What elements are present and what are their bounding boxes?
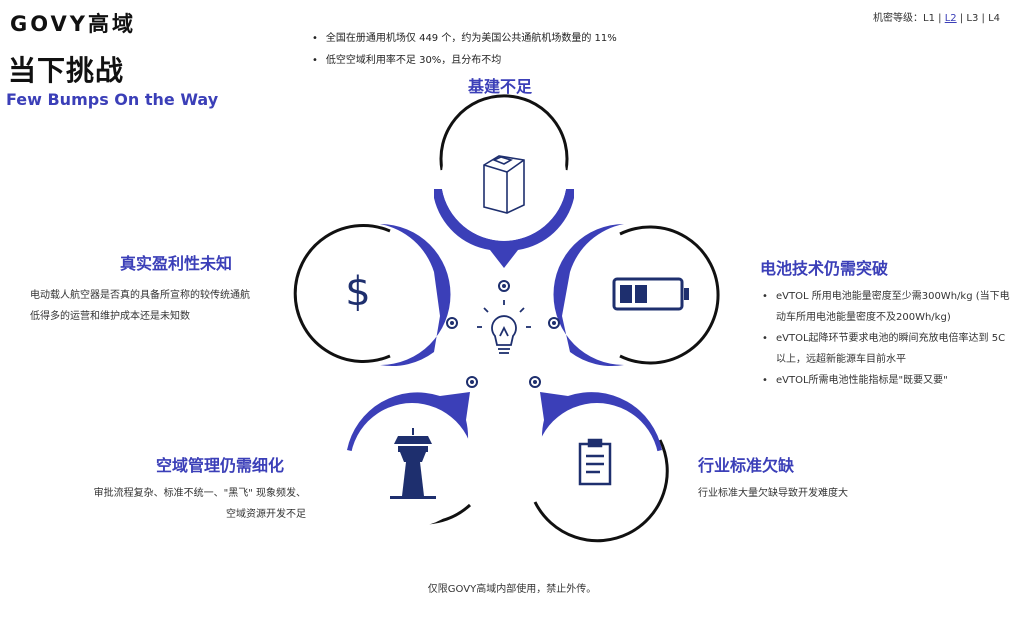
battery-bullet: eVTOL起降环节要求电池的瞬间充放电倍率达到 5C 以上，远超新能源车目前水平 <box>760 328 1012 370</box>
infrastructure-accent-arc <box>434 189 574 268</box>
confidentiality-levels: 机密等级：L1 | L2 | L3 | L4 <box>873 13 1000 24</box>
page-subtitle: Few Bumps On the Way <box>6 90 219 109</box>
battery-bullet: eVTOL所需电池性能指标是"既要又要" <box>760 370 1012 391</box>
footer-notice: 仅限GOVY高域内部使用，禁止外传。 <box>427 584 597 595</box>
dollar-icon: $ <box>345 269 370 315</box>
airspace-node <box>347 376 478 527</box>
company-logo: GOVY高域 <box>10 12 136 36</box>
profitability-heading: 真实盈利性未知 <box>120 254 233 273</box>
standards-node <box>529 376 669 543</box>
battery-bullet: eVTOL 所用电池能量密度至少需300Wh/kg (当下电动车所用电池能量密度… <box>760 286 1012 328</box>
confidentiality-label: 机密等级： <box>873 13 924 24</box>
profitability-text: 电动载人航空器是否真的具备所宣称的较传统通航低得多的运营和维护成本还是未知数 <box>30 290 250 322</box>
level-l3: L3 <box>966 13 979 24</box>
battery-heading: 电池技术仍需突破 <box>760 259 889 278</box>
battery-node <box>548 224 720 367</box>
standards-text: 行业标准大量欠缺导致开发难度大 <box>698 488 848 499</box>
battery-accent-arc <box>553 224 624 367</box>
battery-bullets: eVTOL 所用电池能量密度至少需300Wh/kg (当下电动车所用电池能量密度… <box>760 286 1012 391</box>
infrastructure-bullet: 低空空域利用率不足 30%，且分布不均 <box>312 50 617 72</box>
infrastructure-node <box>434 94 574 292</box>
level-l1: L1 <box>923 13 935 24</box>
building-icon <box>483 155 525 214</box>
document-icon <box>578 438 612 486</box>
airspace-accent-arc <box>347 392 470 452</box>
standards-accent-arc <box>540 392 662 452</box>
standards-heading: 行业标准欠缺 <box>698 456 795 475</box>
infrastructure-bullets: 全国在册通用机场仅 449 个，约为美国公共通航机场数量的 11% 低空空域利用… <box>312 28 617 72</box>
control-tower-icon <box>390 428 436 499</box>
profitability-node: $ <box>293 224 458 367</box>
level-l4: L4 <box>988 13 1000 24</box>
profitability-accent-arc <box>380 224 451 367</box>
airspace-text: 审批流程复杂、标准不统一、"黑飞" 现象频发、空域资源开发不足 <box>93 488 306 520</box>
infrastructure-heading: 基建不足 <box>468 77 533 96</box>
lightbulb-icon <box>477 300 531 354</box>
airspace-heading: 空域管理仍需细化 <box>156 456 285 475</box>
page-title: 当下挑战 <box>8 54 125 87</box>
infrastructure-bullet: 全国在册通用机场仅 449 个，约为美国公共通航机场数量的 11% <box>312 28 617 50</box>
level-l2-current: L2 <box>944 13 957 24</box>
battery-icon <box>612 277 689 311</box>
